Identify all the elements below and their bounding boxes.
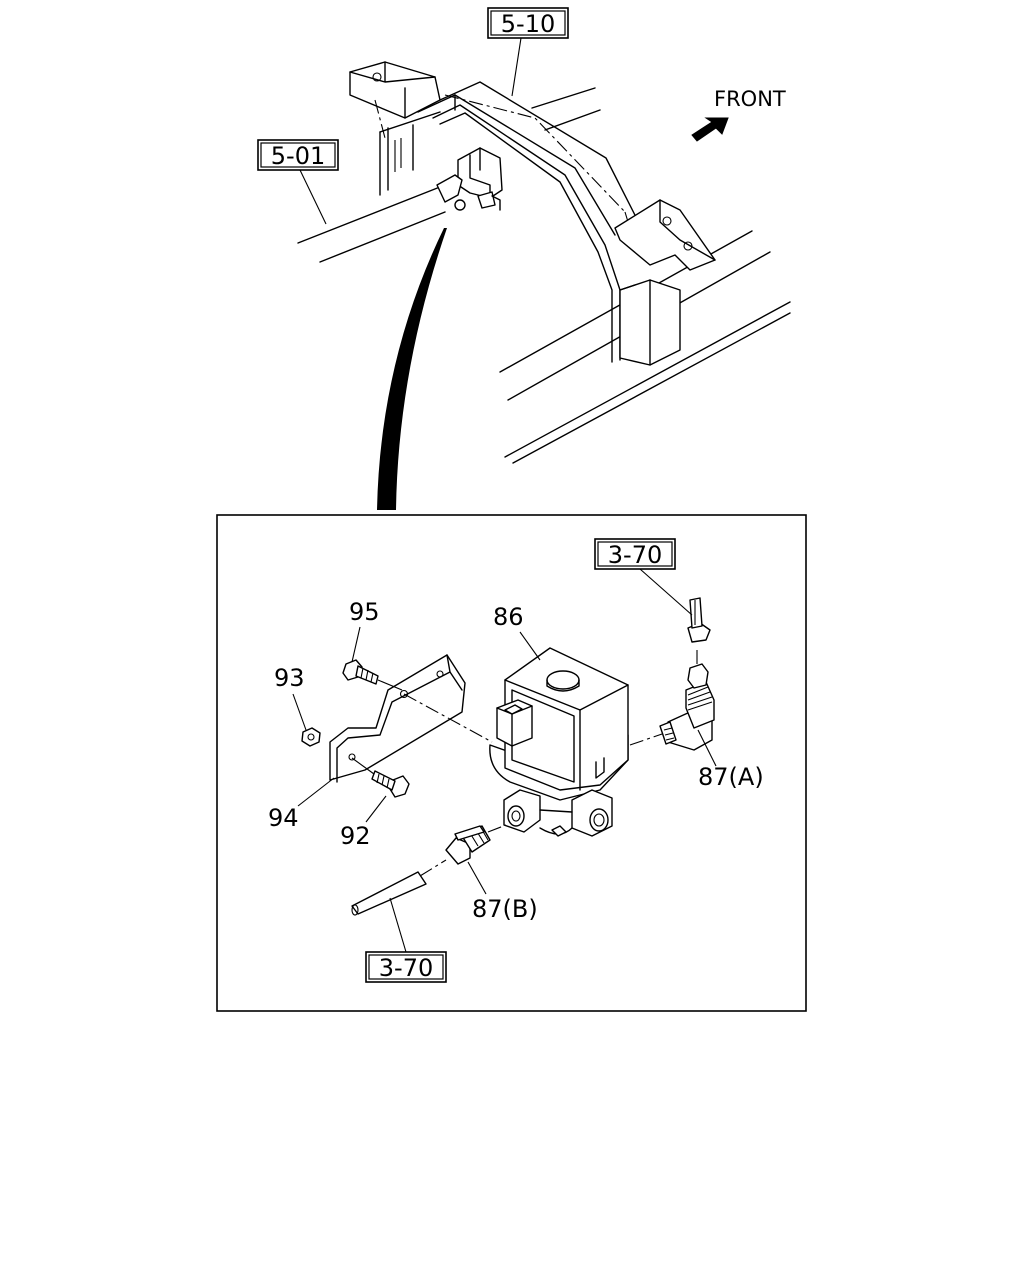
bolt-92 [351, 757, 410, 798]
front-arrow-icon [691, 117, 729, 142]
label-bolt-lower: 92 [340, 822, 371, 850]
fitting-87a [659, 650, 715, 751]
label-fitting-a: 87(A) [698, 763, 764, 791]
front-label: FRONT [714, 87, 786, 111]
front-direction: FRONT [691, 87, 786, 142]
label-fitting-b: 87(B) [472, 895, 538, 923]
label-nut: 93 [274, 664, 305, 692]
reference-label-frame: 5-01 [271, 142, 325, 170]
reference-box-crossmember: 5-10 [487, 7, 569, 97]
bolt-95 [342, 659, 403, 691]
bracket-94 [329, 654, 466, 783]
pipe-lower [351, 871, 427, 916]
nut-93 [301, 727, 321, 747]
reference-box-pipe-lower: 3-70 [365, 897, 447, 983]
valve-location [436, 147, 503, 211]
reference-label-pipe-upper: 3-70 [608, 541, 662, 569]
crossmember [349, 61, 716, 366]
valve-86 [489, 647, 629, 837]
detail-callout-arrow-icon [377, 228, 447, 510]
detail-frame [216, 514, 807, 1012]
pipe-upper [687, 597, 711, 643]
reference-label-crossmember: 5-10 [501, 10, 555, 38]
fitting-87b [419, 824, 507, 877]
label-bracket: 94 [268, 804, 299, 832]
reference-label-pipe-lower: 3-70 [379, 954, 433, 982]
label-bolt-upper: 95 [349, 598, 380, 626]
reference-box-pipe-upper: 3-70 [594, 538, 693, 616]
chassis-overview: 5-10 5-01 FRONT [257, 7, 791, 510]
reference-box-frame: 5-01 [257, 139, 339, 225]
label-valve: 86 [493, 603, 524, 631]
detail-view: 3-70 3-70 95 86 93 94 92 87(A) 87(B) [216, 514, 807, 1012]
